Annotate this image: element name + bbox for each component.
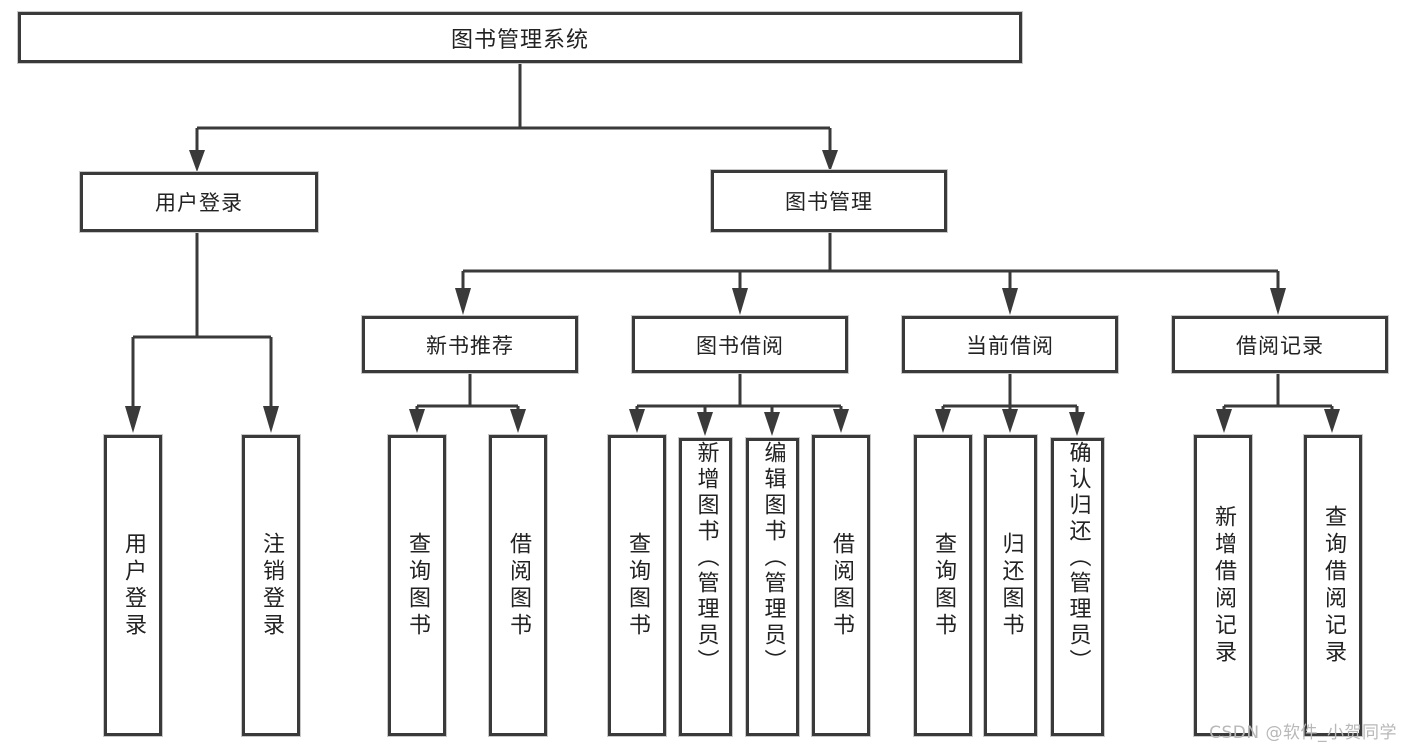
node-label: 借阅记录: [1236, 333, 1324, 358]
leaf-current-return-book[interactable]: 归还图书: [984, 435, 1037, 736]
node-label: 新增借阅记录: [1211, 504, 1236, 667]
leaf-borrow-add-book-admin[interactable]: 新增图书（管理员）: [679, 438, 732, 736]
leaf-borrow-borrow-book[interactable]: 借阅图书: [812, 435, 870, 736]
node-label: 图书借阅: [696, 333, 784, 358]
node-label: 查询借阅记录: [1321, 504, 1346, 667]
node-label: 归还图书: [998, 531, 1024, 640]
leaf-borrow-query-book[interactable]: 查询图书: [608, 435, 666, 736]
node-new-book-recommend[interactable]: 新书推荐: [362, 316, 578, 373]
node-root-system[interactable]: 图书管理系统: [18, 12, 1022, 63]
node-book-borrow[interactable]: 图书借阅: [632, 316, 848, 373]
node-label: 用户登录: [155, 191, 243, 215]
node-label: 当前借阅: [966, 333, 1054, 358]
node-book-management[interactable]: 图书管理: [711, 170, 947, 232]
leaf-record-add-record[interactable]: 新增借阅记录: [1194, 435, 1252, 736]
node-label: 查询图书: [931, 531, 956, 640]
node-label: 用户登录: [121, 531, 146, 640]
leaf-recommend-borrow-book[interactable]: 借阅图书: [489, 435, 547, 736]
csdn-watermark: CSDN @软件_小贺同学: [1209, 723, 1397, 743]
node-borrow-record[interactable]: 借阅记录: [1172, 316, 1388, 373]
node-label: 图书管理系统: [450, 27, 589, 53]
node-user-login[interactable]: 用户登录: [80, 172, 318, 232]
node-label: 借阅图书: [829, 531, 854, 640]
node-label: 确认归还（管理员）: [1065, 441, 1091, 675]
node-label: 注销登录: [259, 531, 284, 640]
node-label: 图书管理: [785, 190, 873, 214]
node-label: 编辑图书（管理员）: [760, 441, 786, 675]
leaf-user-login-signout[interactable]: 注销登录: [242, 435, 300, 736]
node-label: 查询图书: [625, 531, 650, 640]
leaf-current-confirm-return-admin[interactable]: 确认归还（管理员）: [1051, 438, 1104, 736]
node-label: 查询图书: [405, 531, 430, 640]
node-current-borrow[interactable]: 当前借阅: [902, 316, 1118, 373]
leaf-user-login-signin[interactable]: 用户登录: [104, 435, 162, 736]
leaf-current-query-book[interactable]: 查询图书: [914, 435, 972, 736]
leaf-record-query-record[interactable]: 查询借阅记录: [1304, 435, 1362, 736]
leaf-borrow-edit-book-admin[interactable]: 编辑图书（管理员）: [746, 438, 799, 736]
node-label: 新增图书（管理员）: [693, 441, 719, 675]
node-label: 借阅图书: [506, 531, 531, 640]
node-label: 新书推荐: [426, 333, 514, 358]
leaf-recommend-query-book[interactable]: 查询图书: [388, 435, 446, 736]
